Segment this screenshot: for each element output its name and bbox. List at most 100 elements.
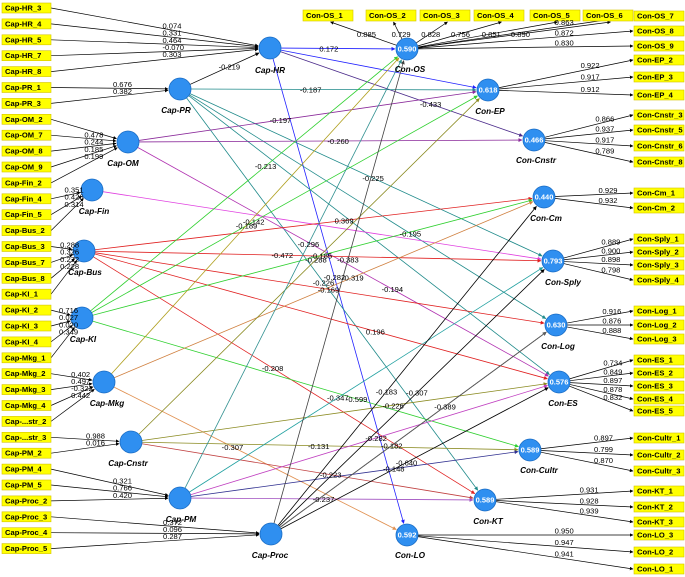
path-cap-mkg-to-con-cm bbox=[113, 201, 534, 379]
path-coefficient-cap-proc-con-log: -0.182 bbox=[381, 441, 403, 450]
path-coefficient-cap-mkg-con-os: -0.189 bbox=[236, 221, 258, 230]
indicator-cap-hr-8: Cap-HR_8 bbox=[1, 66, 52, 77]
loading-line-cap-proc-5 bbox=[50, 533, 260, 549]
loading-con-os-1: 0.885 bbox=[357, 30, 376, 39]
indicator-label: Cap-KI_2 bbox=[5, 306, 38, 315]
latent-name-con-lo: Con-LO bbox=[395, 551, 426, 560]
latent-circle bbox=[395, 523, 419, 547]
indicator-label: Cap-HR_8 bbox=[5, 67, 41, 76]
indicator-cap-ki-4: Cap-KI_4 bbox=[1, 336, 52, 348]
latent-circle bbox=[258, 36, 282, 60]
indicator-label: Con-OS_8 bbox=[637, 27, 674, 36]
indicator-label: Cap-Bus_2 bbox=[5, 226, 45, 235]
path-cap-hr-to-con-os bbox=[280, 46, 396, 51]
indicator-label: Con-ES_1 bbox=[637, 356, 674, 365]
latent-name-con-cultr: Con-Cultr bbox=[520, 466, 559, 475]
path-coefficient-cap-om-con-cnstr: -0.260 bbox=[327, 137, 349, 146]
path-cap-bus-to-con-log bbox=[94, 252, 545, 325]
path-cap-pm-to-con-cultr bbox=[190, 450, 519, 497]
latent-cap-mkg bbox=[92, 370, 116, 394]
indicator-con-lo-3: Con-LO_3 bbox=[633, 529, 685, 541]
r-squared-value: 0.618 bbox=[479, 85, 498, 94]
loading-cap-mkg-3: 0.497 bbox=[71, 377, 90, 386]
indicator-con-os-4: Con-OS_4 bbox=[473, 9, 525, 22]
loading-cap-ki-1: 0.228 bbox=[60, 262, 79, 271]
path-coefficient-cap-mkg-con-cm: -0.319 bbox=[342, 273, 364, 282]
indicator-cap-str-3: Cap-...str_3 bbox=[1, 431, 52, 443]
indicator-label: Con-OS_7 bbox=[637, 12, 674, 21]
loading-cap-hr-7: -0.070 bbox=[162, 43, 184, 52]
path-coefficient-cap-bus-con-es: 0.196 bbox=[366, 327, 385, 336]
path-coefficient-cap-hr-con-os: 0.172 bbox=[319, 44, 338, 53]
indicator-con-os-9: Con-OS_9 bbox=[633, 40, 685, 52]
loading-line-con-ep-4 bbox=[498, 90, 634, 97]
indicator-cap-fin-2: Cap-Fin_2 bbox=[1, 177, 52, 189]
loading-line-cap-om-9 bbox=[50, 145, 117, 168]
loading-cap-om-9: 0.185 bbox=[84, 145, 103, 154]
latent-con-cm: 0.440 bbox=[532, 185, 556, 209]
indicator-cap-mkg-2: Cap-Mkg_2 bbox=[1, 368, 52, 380]
indicator-label: Con-Cnstr_3 bbox=[637, 111, 683, 120]
loading-line-con-kt-1 bbox=[495, 489, 634, 500]
loading-line-con-sply-1 bbox=[563, 238, 634, 259]
loading-line-con-es-3 bbox=[569, 382, 634, 388]
indicator-con-ep-2: Con-EP_2 bbox=[633, 54, 685, 66]
indicator-label: Con-OS_2 bbox=[369, 11, 406, 20]
latent-name-cap-cnstr: Cap-Cnstr bbox=[108, 459, 148, 468]
loading-line-cap-proc-2 bbox=[50, 496, 169, 502]
indicator-label: Con-Cnstr_8 bbox=[637, 158, 683, 167]
indicator-label: Con-OS_9 bbox=[637, 42, 674, 51]
indicator-label: Con-Cultr_1 bbox=[637, 434, 681, 443]
latent-cap-cnstr bbox=[119, 430, 143, 454]
indicator-con-os-2: Con-OS_2 bbox=[365, 9, 417, 22]
indicator-cap-om-2: Cap-OM_2 bbox=[1, 114, 52, 125]
indicator-con-kt-2: Con-KT_2 bbox=[633, 501, 685, 513]
loading-con-es-4: 0.878 bbox=[603, 385, 622, 394]
loading-cap-pr-1: 0.676 bbox=[113, 80, 132, 89]
loading-line-con-os-3 bbox=[415, 21, 448, 44]
path-cap-ki-to-con-cm bbox=[92, 199, 533, 316]
indicator-label: Cap-Proc_4 bbox=[5, 528, 48, 537]
indicator-label: Con-OS_5 bbox=[533, 11, 570, 20]
latent-con-lo: 0.592 bbox=[395, 523, 419, 547]
loading-line-cap-bus-7 bbox=[50, 254, 73, 263]
latent-name-cap-ki: Cap-KI bbox=[70, 335, 97, 344]
loading-cap-hr-5: 0.464 bbox=[162, 36, 181, 45]
path-cap-proc-to-con-sply bbox=[278, 269, 545, 527]
latent-cap-bus bbox=[72, 239, 96, 263]
loading-line-con-es-5 bbox=[569, 385, 634, 412]
loading-con-log-1: 0.916 bbox=[602, 307, 621, 316]
loading-line-cap-om-7 bbox=[50, 134, 117, 143]
latent-circle bbox=[72, 239, 96, 263]
loading-con-sply-1: 0.889 bbox=[601, 238, 620, 247]
loading-line-cap-hr-5 bbox=[50, 39, 259, 50]
indicator-cap-hr-3: Cap-HR_3 bbox=[1, 2, 52, 14]
indicator-label: Con-Sply_2 bbox=[637, 248, 679, 257]
indicator-con-lo-2: Con-LO_2 bbox=[633, 546, 685, 558]
r-squared-value: 0.589 bbox=[521, 445, 540, 454]
indicator-label: Cap-KI_4 bbox=[5, 337, 39, 346]
indicator-con-cnstr-5: Con-Cnstr_5 bbox=[633, 124, 685, 136]
loading-con-cultr-3: 0.870 bbox=[594, 456, 613, 465]
loading-cap-ki-4: 0.020 bbox=[59, 320, 78, 329]
r-squared-value: 0.576 bbox=[550, 377, 569, 386]
loading-line-con-lo-2 bbox=[417, 535, 634, 554]
loading-con-cultr-1: 0.897 bbox=[594, 433, 613, 442]
loading-cap-fin-4: 0.351 bbox=[65, 185, 84, 194]
path-cap-proc-to-con-os bbox=[273, 60, 405, 524]
indicator-con-es-1: Con-ES_1 bbox=[633, 354, 685, 366]
latent-circle bbox=[544, 313, 568, 337]
loading-con-cnstr-6: 0.917 bbox=[595, 136, 614, 145]
indicator-label: Cap-OM_9 bbox=[5, 163, 43, 172]
loading-line-con-os-8 bbox=[417, 29, 634, 49]
indicator-label: Con-Log_1 bbox=[637, 307, 677, 316]
latent-name-con-log: Con-Log bbox=[541, 342, 575, 351]
r-squared-value: 0.630 bbox=[547, 320, 566, 329]
indicator-con-cultr-2: Con-Cultr_2 bbox=[633, 449, 685, 461]
indicator-label: Con-Cm_2 bbox=[637, 204, 675, 213]
latent-name-cap-mkg: Cap-Mkg bbox=[90, 399, 125, 408]
loading-line-cap-hr-8 bbox=[50, 47, 259, 72]
indicator-con-es-3: Con-ES_3 bbox=[633, 380, 685, 392]
path-cap-mkg-to-con-lo bbox=[113, 386, 397, 530]
loading-con-lo-1: 0.941 bbox=[555, 550, 574, 559]
